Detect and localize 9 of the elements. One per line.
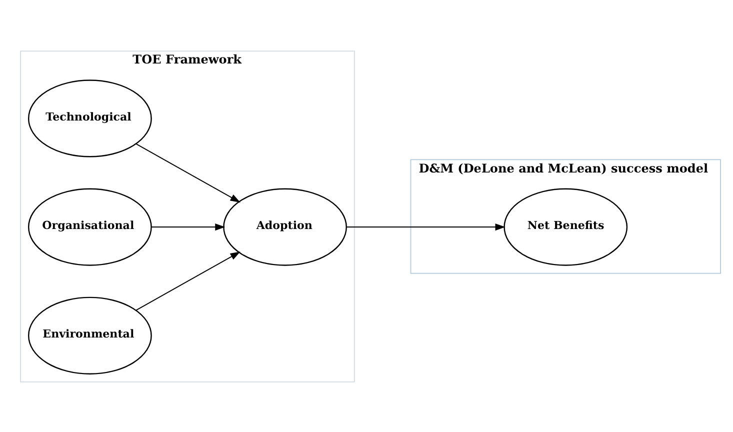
- arrow: [346, 223, 506, 230]
- arrow: [152, 223, 226, 230]
- node-ellipse: Organisational: [28, 188, 152, 266]
- arrow: [136, 251, 240, 310]
- node-ellipse: Environmental: [28, 296, 152, 374]
- node-ellipse: Technological: [28, 79, 152, 157]
- arrow: [136, 142, 240, 202]
- node-ellipse: Net Benefits: [504, 188, 628, 266]
- node-ellipse: Adoption: [223, 188, 347, 266]
